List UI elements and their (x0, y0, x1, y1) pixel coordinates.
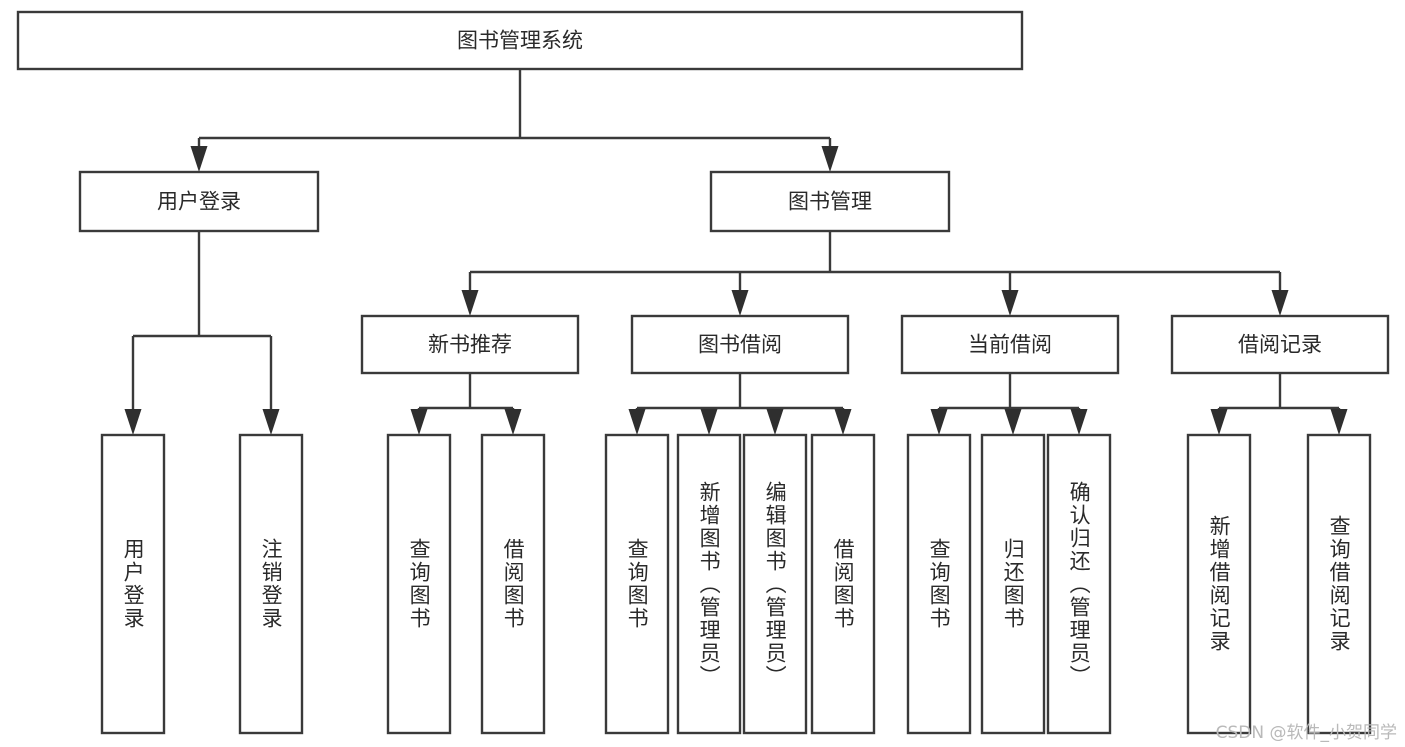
level3-node-box-current-borrow[interactable] (900, 314, 1120, 375)
arrow-head-1 (504, 409, 522, 435)
level2-node-box-book-management[interactable] (709, 170, 951, 233)
level3-node-label-new-book-recommend: 新书推荐 (428, 333, 512, 357)
leaf-box-leaf-logout-login[interactable] (238, 433, 304, 735)
connector-layer (124, 69, 1348, 435)
level3-node-label-borrow-record: 借阅记录 (1238, 333, 1322, 357)
level3-node-box-new-book-recommend[interactable] (360, 314, 580, 375)
connector-group-borrow-record-to-leaves (1210, 373, 1348, 435)
leaf-box-leaf-confirm-return-admin[interactable] (1046, 433, 1112, 735)
arrow-head-1 (731, 290, 749, 316)
leaf-box-leaf-user-login[interactable] (100, 433, 166, 735)
connector-group-book-borrow-to-leaves (628, 373, 852, 435)
arrow-head-1 (262, 409, 280, 435)
level3-node-label-book-borrow: 图书借阅 (698, 333, 782, 357)
arrow-head-1 (700, 409, 718, 435)
leaf-box-leaf-query-book-1[interactable] (386, 433, 452, 735)
level2-node-box-user-login[interactable] (78, 170, 320, 233)
leaf-box-leaf-borrow-book-1[interactable] (480, 433, 546, 735)
level2-node-label-user-login: 用户登录 (157, 190, 241, 214)
level3-node-label-current-borrow: 当前借阅 (968, 333, 1052, 357)
arrow-head-0 (1210, 409, 1228, 435)
leaf-box-leaf-add-book-admin[interactable] (676, 433, 742, 735)
leaf-box-leaf-return-book[interactable] (980, 433, 1046, 735)
level3-node-box-book-borrow[interactable] (630, 314, 850, 375)
leaf-box-leaf-borrow-book-2[interactable] (810, 433, 876, 735)
connector-group-user-login-to-leaves (124, 231, 280, 435)
arrow-head-1 (821, 146, 839, 172)
arrow-head-0 (628, 409, 646, 435)
connector-group-new-book-recommend-to-leaves (410, 373, 522, 435)
arrow-head-2 (766, 409, 784, 435)
leaf-box-leaf-add-borrow-record[interactable] (1186, 433, 1252, 735)
connector-group-book-management-to-level3 (461, 231, 1289, 316)
arrow-head-2 (1070, 409, 1088, 435)
leaf-box-leaf-query-borrow-record[interactable] (1306, 433, 1372, 735)
arrow-head-0 (190, 146, 208, 172)
arrow-head-3 (1271, 290, 1289, 316)
leaf-box-leaf-query-book-2[interactable] (604, 433, 670, 735)
level3-node-box-borrow-record[interactable] (1170, 314, 1390, 375)
level2-node-label-book-management: 图书管理 (788, 190, 872, 214)
watermark: CSDN @软件_小贺同学 (1215, 723, 1397, 743)
arrow-head-0 (124, 409, 142, 435)
root-node-label-root: 图书管理系统 (457, 29, 583, 53)
leaf-box-leaf-query-book-3[interactable] (906, 433, 972, 735)
arrow-head-2 (1001, 290, 1019, 316)
connector-group-root-to-level2 (190, 69, 839, 172)
arrow-head-0 (461, 290, 479, 316)
arrow-head-3 (834, 409, 852, 435)
arrow-head-1 (1330, 409, 1348, 435)
leaf-box-leaf-edit-book-admin[interactable] (742, 433, 808, 735)
arrow-head-1 (1004, 409, 1022, 435)
arrow-head-0 (930, 409, 948, 435)
connector-group-current-borrow-to-leaves (930, 373, 1088, 435)
arrow-head-0 (410, 409, 428, 435)
root-node-box-root[interactable] (16, 10, 1024, 71)
box-layer (16, 10, 1390, 735)
